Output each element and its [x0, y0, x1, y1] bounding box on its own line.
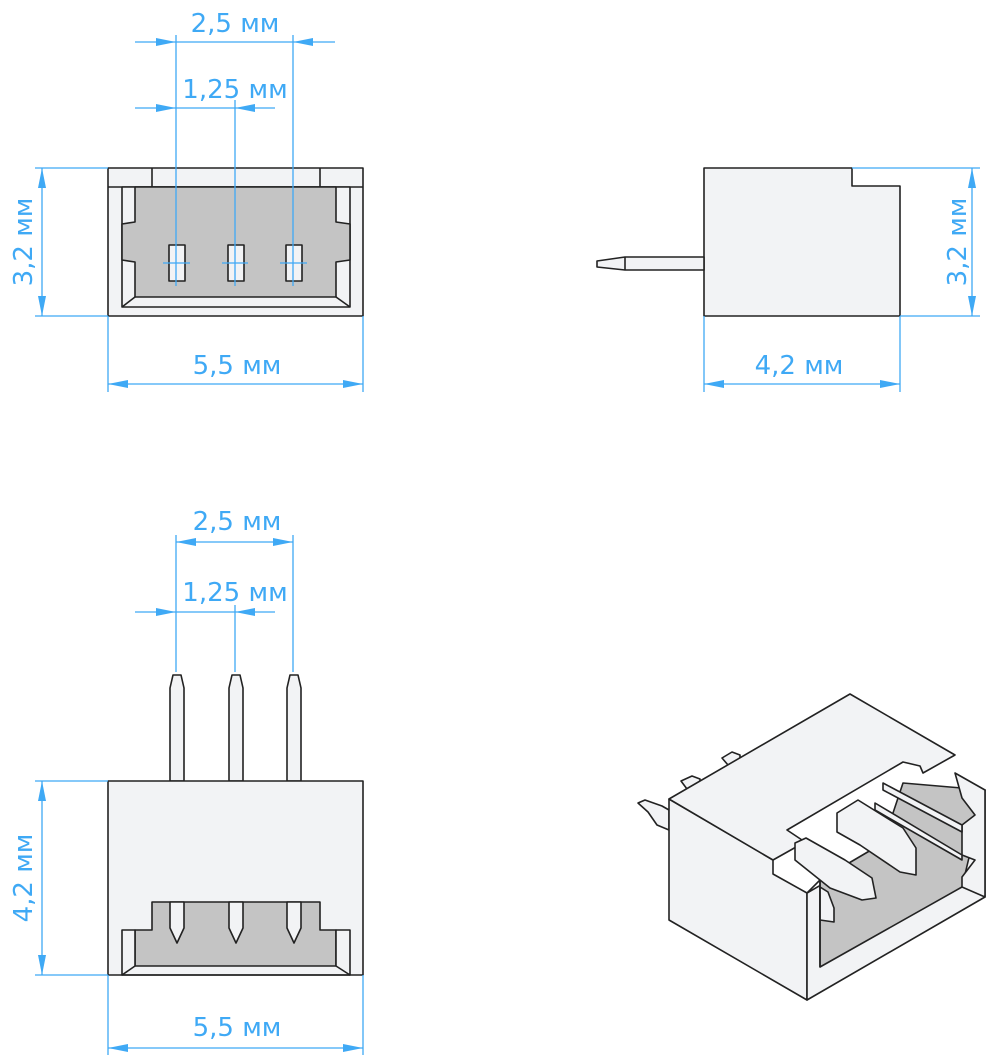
side-view: 3,2 мм 4,2 мм	[596, 167, 980, 392]
bottom-pitch-label: 2,5 мм	[193, 507, 282, 537]
front-view: 2,5 мм 1,25 мм 3,2 мм 5,5 мм	[9, 9, 364, 392]
side-depth-label: 4,2 мм	[755, 351, 844, 381]
bottom-width-label: 5,5 мм	[193, 1013, 282, 1043]
bottom-view: 2,5 мм 1,25 мм 4,2 мм 5,5 мм	[9, 507, 364, 1055]
isometric-view	[637, 693, 986, 1001]
side-height-label: 3,2 мм	[943, 198, 973, 287]
front-half-pitch-label: 1,25 мм	[182, 75, 287, 105]
bottom-depth-label: 4,2 мм	[9, 834, 39, 923]
front-width-label: 5,5 мм	[193, 351, 282, 381]
front-height-label: 3,2 мм	[9, 198, 39, 287]
front-pitch-label: 2,5 мм	[191, 9, 280, 39]
bottom-half-pitch-label: 1,25 мм	[182, 578, 287, 608]
